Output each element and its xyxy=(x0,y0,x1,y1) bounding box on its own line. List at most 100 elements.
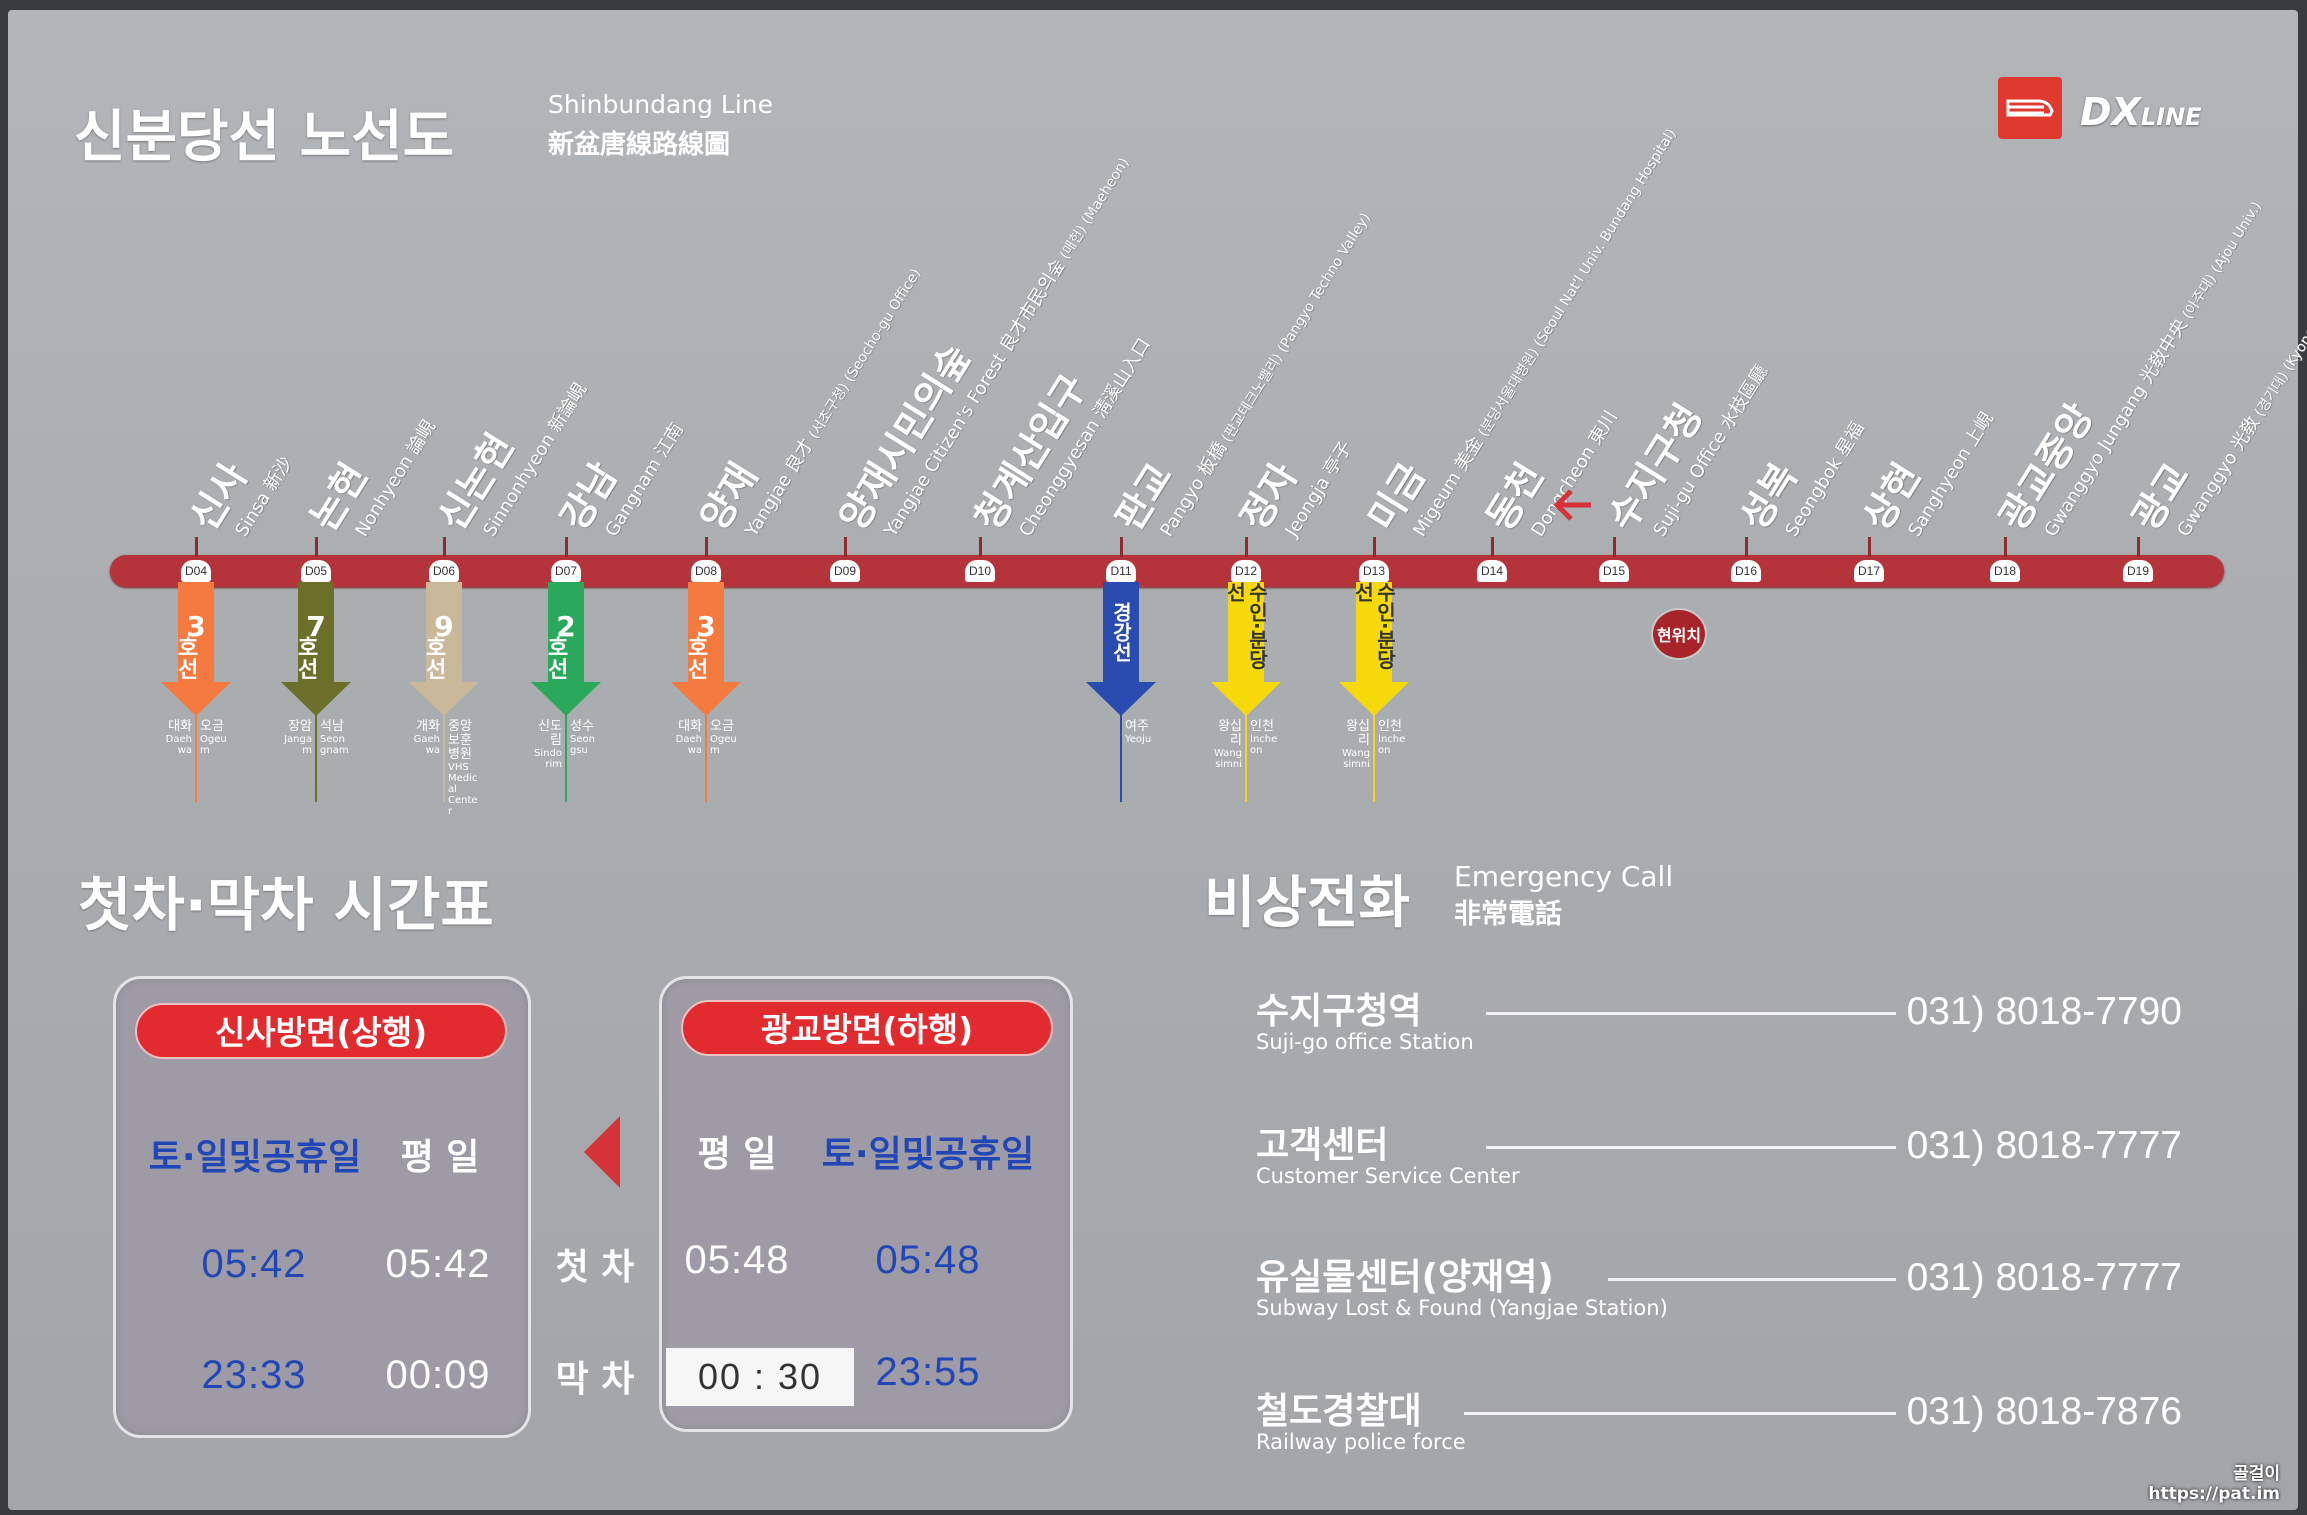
timetable-title: 첫차·막차 시간표 xyxy=(78,871,494,939)
logo-text: DXLINE xyxy=(2080,90,2202,134)
station-code: D04 xyxy=(181,560,211,582)
station-tick xyxy=(1245,537,1248,557)
destination-en: Seongnam xyxy=(320,734,349,756)
right-last-holiday: 23:55 xyxy=(875,1350,981,1394)
leader-line xyxy=(1486,1146,1896,1149)
station-tick xyxy=(565,537,568,557)
transfer-divider xyxy=(195,712,197,802)
transfer-divider xyxy=(315,712,317,802)
arrow-head-icon xyxy=(531,682,601,716)
transfer-divider xyxy=(705,712,707,802)
transfer-line-number: 3 xyxy=(186,610,206,643)
left-first-holiday: 05:42 xyxy=(201,1242,307,1286)
arrow-head-icon xyxy=(1339,682,1409,716)
route-map-sign: 신분당선 노선도 Shinbundang Line 新盆唐線路線圖 DXLINE… xyxy=(8,10,2307,1510)
station-code: D19 xyxy=(2123,560,2153,582)
station-code: D05 xyxy=(301,560,331,582)
destination-en: Daehwa xyxy=(675,734,702,756)
watermark-url: https://pat.im xyxy=(2148,1484,2280,1504)
emergency-name-ko: 수지구청역 xyxy=(1256,991,1422,1032)
emergency-name-ko: 고객센터 xyxy=(1256,1125,1389,1166)
destination-en: Daehwa xyxy=(165,734,192,756)
transfer-line-label: 호선 xyxy=(298,636,319,683)
destination-ko: 오금 xyxy=(710,719,734,734)
direction-arrow-icon xyxy=(1553,488,1593,522)
emergency-name-en: Railway police force xyxy=(1256,1430,1466,1454)
transfer-line-number: 2 xyxy=(556,610,576,643)
logo-line: LINE xyxy=(2140,103,2202,131)
destination-en: Wangsimni xyxy=(1213,748,1242,770)
destination-en: Yeoju xyxy=(1125,734,1152,745)
right-first-holiday: 05:48 xyxy=(875,1238,981,1282)
transfer-line-label: 호선 xyxy=(178,636,199,683)
destination-en: Seongsu xyxy=(570,734,595,756)
emergency-name-ko: 철도경찰대 xyxy=(1256,1391,1422,1432)
leader-line xyxy=(1464,1412,1896,1415)
right-col1-label: 평 일 xyxy=(697,1134,777,1175)
station-tick xyxy=(1120,537,1123,557)
station-code: D12 xyxy=(1231,560,1261,582)
emergency-name-en: Customer Service Center xyxy=(1256,1164,1520,1188)
destination-ko: 인천 xyxy=(1250,719,1274,734)
destination-ko: 여주 xyxy=(1125,719,1149,734)
destination-ko: 대화 xyxy=(168,719,192,734)
destination-en: VHS Medical Center xyxy=(448,762,478,817)
station-code: D10 xyxy=(965,560,995,582)
transfer-shaft: 수인·분당선 xyxy=(1223,582,1269,682)
destination-ko: 석남 xyxy=(320,719,344,734)
arrow-head-icon xyxy=(1211,682,1281,716)
direction-triangle-icon xyxy=(584,1116,620,1188)
emergency-name-en: Subway Lost & Found (Yangjae Station) xyxy=(1256,1296,1668,1320)
transfer-shaft: 수인·분당선 xyxy=(1351,582,1397,682)
transfer-divider xyxy=(1245,712,1247,802)
page-title: 신분당선 노선도 xyxy=(74,105,455,170)
station-tick xyxy=(315,537,318,557)
destination-en: Jangam xyxy=(284,734,312,756)
arrow-head-icon xyxy=(671,682,741,716)
subtitle-cjk: 新盆唐線路線圖 xyxy=(548,130,731,160)
arrow-head-icon xyxy=(161,682,231,716)
transfer-divider xyxy=(1120,712,1122,802)
transfer-line-label: 경강선 xyxy=(1109,602,1133,662)
transfer-divider xyxy=(565,712,567,802)
destination-ko: 왕십리 xyxy=(1218,719,1242,748)
destination-ko: 장암 xyxy=(288,719,312,734)
last-train-label: 막 차 xyxy=(555,1359,635,1400)
destination-en: Incheon xyxy=(1378,734,1406,756)
destination-ko: 왕십리 xyxy=(1346,719,1370,748)
transfer-line-number: 3 xyxy=(696,610,716,643)
station-code: D11 xyxy=(1106,560,1136,582)
station-tick xyxy=(2137,537,2140,557)
station-tick xyxy=(979,537,982,557)
emergency-title-en: Emergency Call xyxy=(1454,860,1674,893)
station-tick xyxy=(1868,537,1871,557)
right-direction-header: 광교방면(하행) xyxy=(681,1000,1053,1056)
dx-line-logo-icon xyxy=(1998,77,2062,139)
destination-en: Ogeum xyxy=(710,734,737,756)
emergency-name-ko: 유실물센터(양재역) xyxy=(1256,1257,1554,1298)
emergency-title: 비상전화 xyxy=(1204,871,1411,936)
station-tick xyxy=(443,537,446,557)
station-tick xyxy=(1373,537,1376,557)
transfer-line-number: 7 xyxy=(306,610,326,643)
transfer-line-number: 9 xyxy=(434,610,454,643)
arrow-head-icon xyxy=(1086,682,1156,716)
station-tick xyxy=(705,537,708,557)
transfer-divider xyxy=(1373,712,1375,802)
